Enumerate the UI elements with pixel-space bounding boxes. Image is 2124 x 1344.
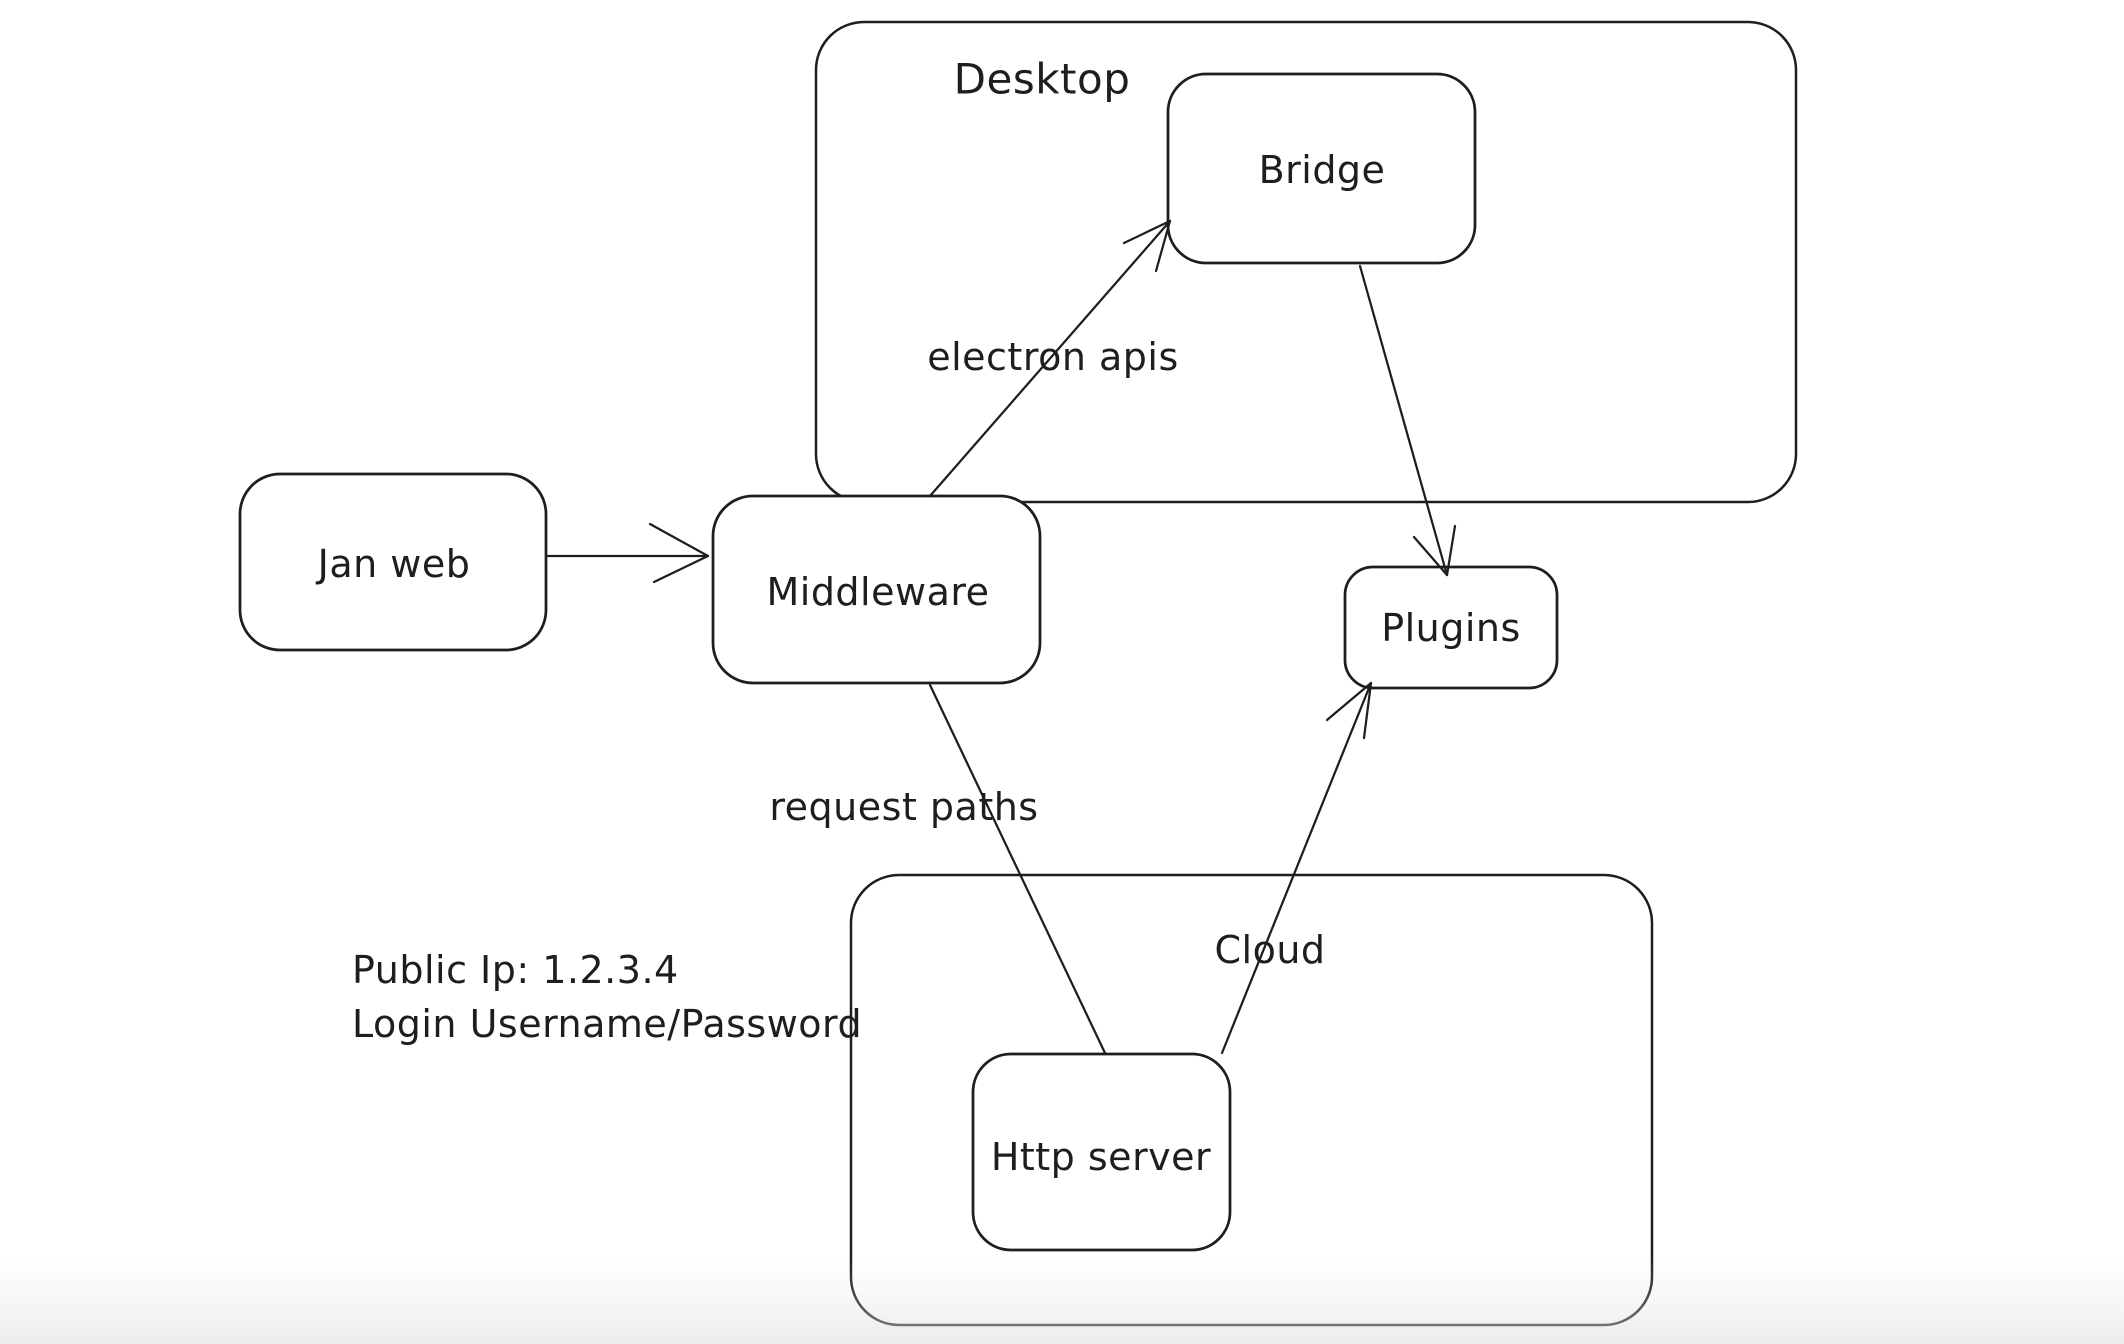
edge-http-server-to-plugins-arrowhead [1325,681,1373,740]
annotation-login-credentials: Login Username/Password [352,1002,863,1046]
edge-label-electron-apis: electron apis [927,335,1179,379]
edge-bridge-to-plugins-arrowhead [1412,524,1457,577]
plugins-node-shape [1343,565,1559,690]
http-server-node-label: Http server [990,1135,1212,1179]
jan-web-node-shape [238,472,548,652]
jan-web-node-label: Jan web [317,542,471,586]
annotation-public-ip: Public Ip: 1.2.3.4 [352,948,679,992]
edge-middleware-to-bridge-arrowhead [1122,219,1172,273]
edge-label-request-paths: request paths [769,785,1039,829]
plugins-node-label: Plugins [1381,606,1521,650]
middleware-node-label: Middleware [766,570,990,614]
cloud-container-label: Cloud [1214,928,1326,972]
edge-http-server-to-plugins [1220,681,1373,1055]
edge-bridge-to-plugins [1358,264,1449,577]
bridge-node-label: Bridge [1258,148,1386,192]
edge-middleware-to-http-server [928,683,1107,1055]
bridge-node-shape [1166,72,1477,265]
http-server-node-shape [971,1052,1232,1252]
edge-jan-web-to-middleware-arrowhead [648,522,710,584]
middleware-node-shape [711,494,1042,685]
edge-middleware-to-bridge [928,219,1172,498]
desktop-container-label: Desktop [953,54,1131,104]
